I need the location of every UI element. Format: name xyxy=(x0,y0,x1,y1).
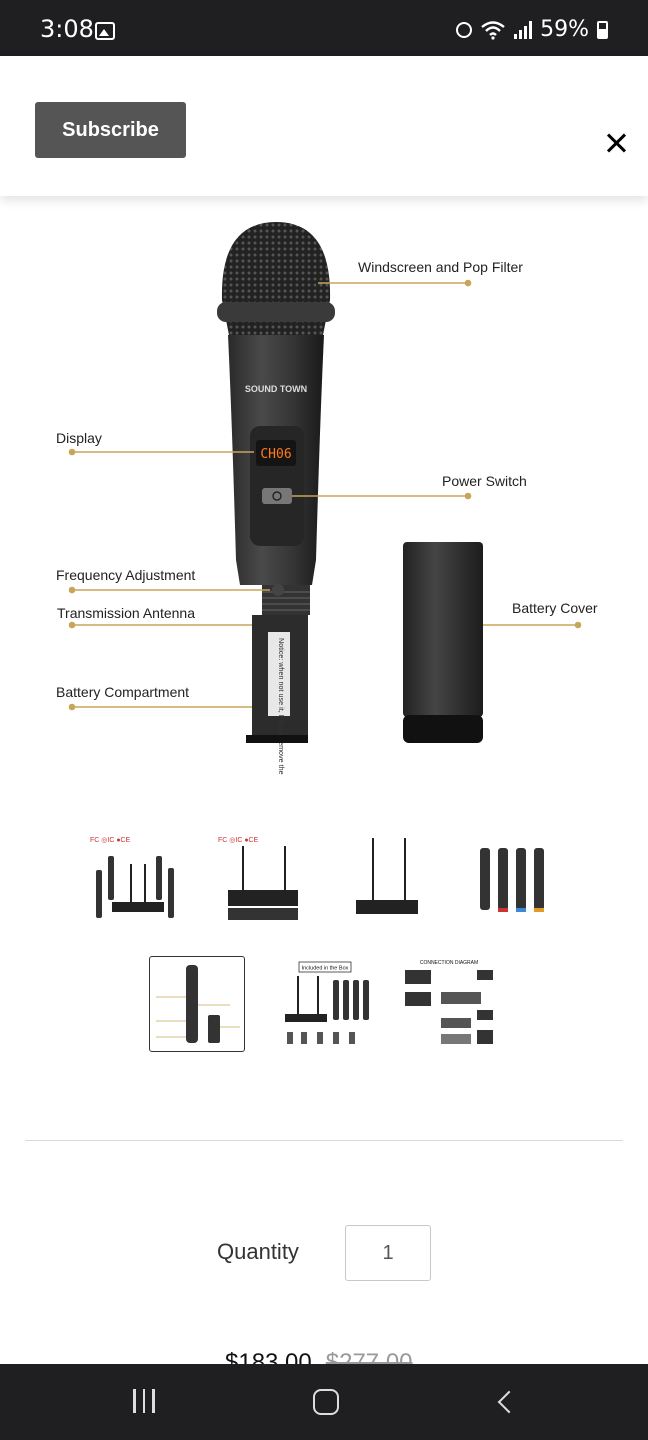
svg-text:FC ◎IC ●CE: FC ◎IC ●CE xyxy=(218,837,259,844)
status-bar: 3:08 59% xyxy=(0,0,648,56)
subscribe-banner: Subscribe xyxy=(0,56,648,196)
included-caption: Included in the Box xyxy=(302,966,349,972)
thumbnail-four-microphones[interactable] xyxy=(470,830,566,926)
home-icon[interactable] xyxy=(313,1389,339,1415)
product-image: CH06 SOUND TOWN Notice: when not use it,… xyxy=(0,196,648,799)
status-time: 3:08 xyxy=(40,15,94,43)
signal-icon xyxy=(514,20,533,39)
callout-battery-compartment: Battery Compartment xyxy=(56,684,190,700)
subscribe-button[interactable]: Subscribe xyxy=(35,102,186,158)
thumbnail-receiver-antennas[interactable] xyxy=(342,830,438,926)
quantity-input[interactable] xyxy=(345,1225,431,1281)
thumbnail-microphone-diagram[interactable] xyxy=(149,956,245,1052)
recent-apps-icon[interactable] xyxy=(133,1389,157,1413)
callout-antenna: Transmission Antenna xyxy=(57,605,195,621)
gallery-icon xyxy=(95,22,115,40)
price-row: $183.00 $277.00 xyxy=(225,1349,413,1365)
alarm-icon xyxy=(456,21,473,38)
callout-windscreen: Windscreen and Pop Filter xyxy=(358,259,523,275)
callout-frequency: Frequency Adjustment xyxy=(56,567,196,583)
connection-caption: CONNECTION DIAGRAM xyxy=(420,960,478,966)
battery-icon xyxy=(597,20,608,39)
current-price: $183.00 xyxy=(225,1349,312,1365)
quantity-label: Quantity xyxy=(217,1239,299,1264)
battery-percent: 59% xyxy=(540,17,589,42)
wifi-icon xyxy=(481,20,505,40)
thumbnail-included-in-box[interactable]: Included in the Box xyxy=(277,956,373,1052)
svg-text:FC ◎IC ●CE: FC ◎IC ●CE xyxy=(90,837,131,844)
status-icons: 59% xyxy=(456,17,608,42)
thumbnail-system-overview[interactable]: FC ◎IC ●CE xyxy=(86,830,182,926)
navigation-bar xyxy=(0,1364,648,1440)
microphone-diagram-illustration: CH06 SOUND TOWN Notice: when not use it,… xyxy=(68,222,582,799)
callout-power-switch: Power Switch xyxy=(442,473,527,489)
display-readout: CH06 xyxy=(260,447,291,462)
callout-battery-cover: Battery Cover xyxy=(512,600,598,616)
brand-logo: SOUND TOWN xyxy=(245,384,307,394)
original-price: $277.00 xyxy=(325,1349,413,1365)
section-divider xyxy=(25,1140,623,1141)
back-icon[interactable] xyxy=(497,1390,521,1414)
thumbnail-receiver-front[interactable]: FC ◎IC ●CE xyxy=(214,830,310,926)
thumbnail-connection-diagram[interactable]: CONNECTION DIAGRAM xyxy=(401,956,497,1052)
callout-display: Display xyxy=(56,430,102,446)
sticker-notice: Notice: when not use it, Please remove t… xyxy=(277,638,286,776)
close-icon[interactable] xyxy=(603,130,629,156)
